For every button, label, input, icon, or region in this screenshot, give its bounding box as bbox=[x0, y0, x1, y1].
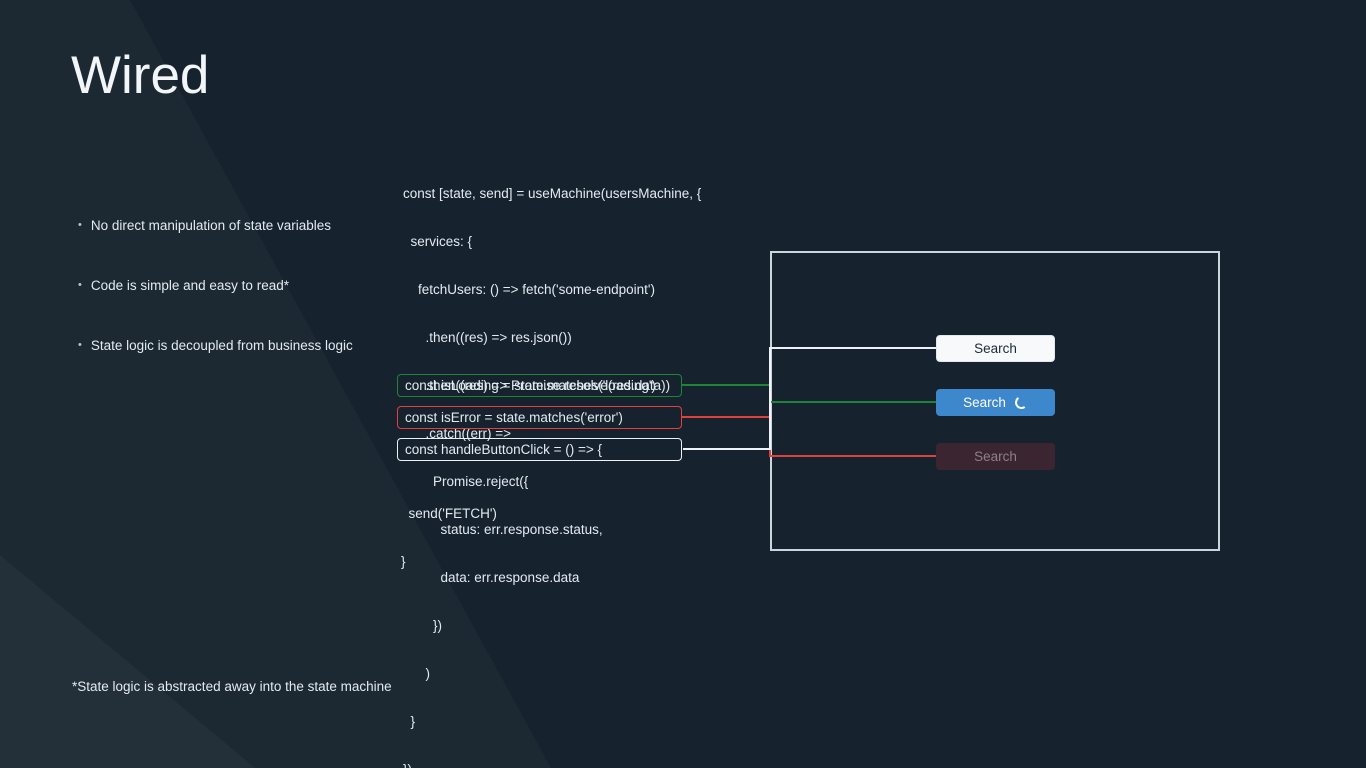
bullet-item: • State logic is decoupled from business… bbox=[78, 337, 353, 354]
bullet-icon: • bbox=[78, 339, 82, 351]
bullet-text: No direct manipulation of state variable… bbox=[90, 218, 331, 233]
bullet-text: Code is simple and easy to read* bbox=[90, 278, 289, 293]
search-button-label: Search bbox=[974, 449, 1017, 464]
wire-handleclick-horizontal bbox=[683, 448, 770, 450]
code-line: } bbox=[401, 554, 406, 569]
code-line: } bbox=[403, 714, 416, 729]
search-button-label: Search bbox=[963, 395, 1006, 410]
slide-footnote: *State logic is abstracted away into the… bbox=[72, 679, 392, 694]
code-line: }) bbox=[403, 618, 443, 633]
code-line: .then((res) => Promise.resolve(res.data)… bbox=[403, 378, 671, 393]
code-line: ) bbox=[403, 666, 431, 681]
code-line: data: err.response.data bbox=[403, 570, 580, 585]
wire-handleclick-vertical bbox=[769, 347, 771, 450]
highlight-handlebuttonclick-box: const handleButtonClick = () => { bbox=[397, 438, 682, 461]
search-button-error[interactable]: Search bbox=[936, 443, 1055, 470]
code-line: fetchUsers: () => fetch('some-endpoint') bbox=[403, 282, 656, 297]
slide-title: Wired bbox=[71, 46, 210, 105]
highlight-isloading-text: const isLoading = state.matches('loading… bbox=[405, 378, 656, 393]
wire-handleclick-to-button bbox=[770, 347, 936, 349]
wire-iserror-to-button bbox=[770, 455, 936, 457]
bullet-item: • Code is simple and easy to read* bbox=[78, 277, 289, 294]
highlight-iserror-box: const isError = state.matches('error') bbox=[397, 406, 682, 429]
code-block-handler-body: send('FETCH') } bbox=[401, 474, 497, 602]
code-line: Promise.reject({ bbox=[403, 474, 529, 489]
bullet-icon: • bbox=[78, 279, 82, 291]
code-line: .catch((err) => bbox=[403, 426, 512, 441]
bullet-icon: • bbox=[78, 219, 82, 231]
loading-spinner-icon bbox=[1013, 394, 1029, 411]
code-block-machine-setup: const [state, send] = useMachine(usersMa… bbox=[403, 154, 701, 768]
wire-isloading-to-button bbox=[770, 401, 936, 403]
highlight-iserror-text: const isError = state.matches('error') bbox=[405, 410, 623, 425]
search-button-default[interactable]: Search bbox=[936, 335, 1055, 362]
wire-isloading-horizontal bbox=[682, 384, 770, 386]
search-button-label: Search bbox=[974, 341, 1017, 356]
code-line: .then((res) => res.json()) bbox=[403, 330, 572, 345]
code-line: services: { bbox=[403, 234, 473, 249]
wire-iserror-horizontal bbox=[682, 416, 770, 418]
code-line: status: err.response.status, bbox=[403, 522, 603, 537]
highlight-handlebuttonclick-text: const handleButtonClick = () => { bbox=[405, 442, 602, 457]
code-line: const [state, send] = useMachine(usersMa… bbox=[403, 186, 702, 201]
code-line: }) bbox=[403, 762, 701, 768]
code-line: send('FETCH') bbox=[401, 506, 497, 521]
search-button-loading[interactable]: Search bbox=[936, 389, 1055, 416]
bullet-item: • No direct manipulation of state variab… bbox=[78, 217, 331, 234]
highlight-isloading-box: const isLoading = state.matches('loading… bbox=[397, 374, 682, 397]
bullet-text: State logic is decoupled from business l… bbox=[90, 338, 353, 353]
